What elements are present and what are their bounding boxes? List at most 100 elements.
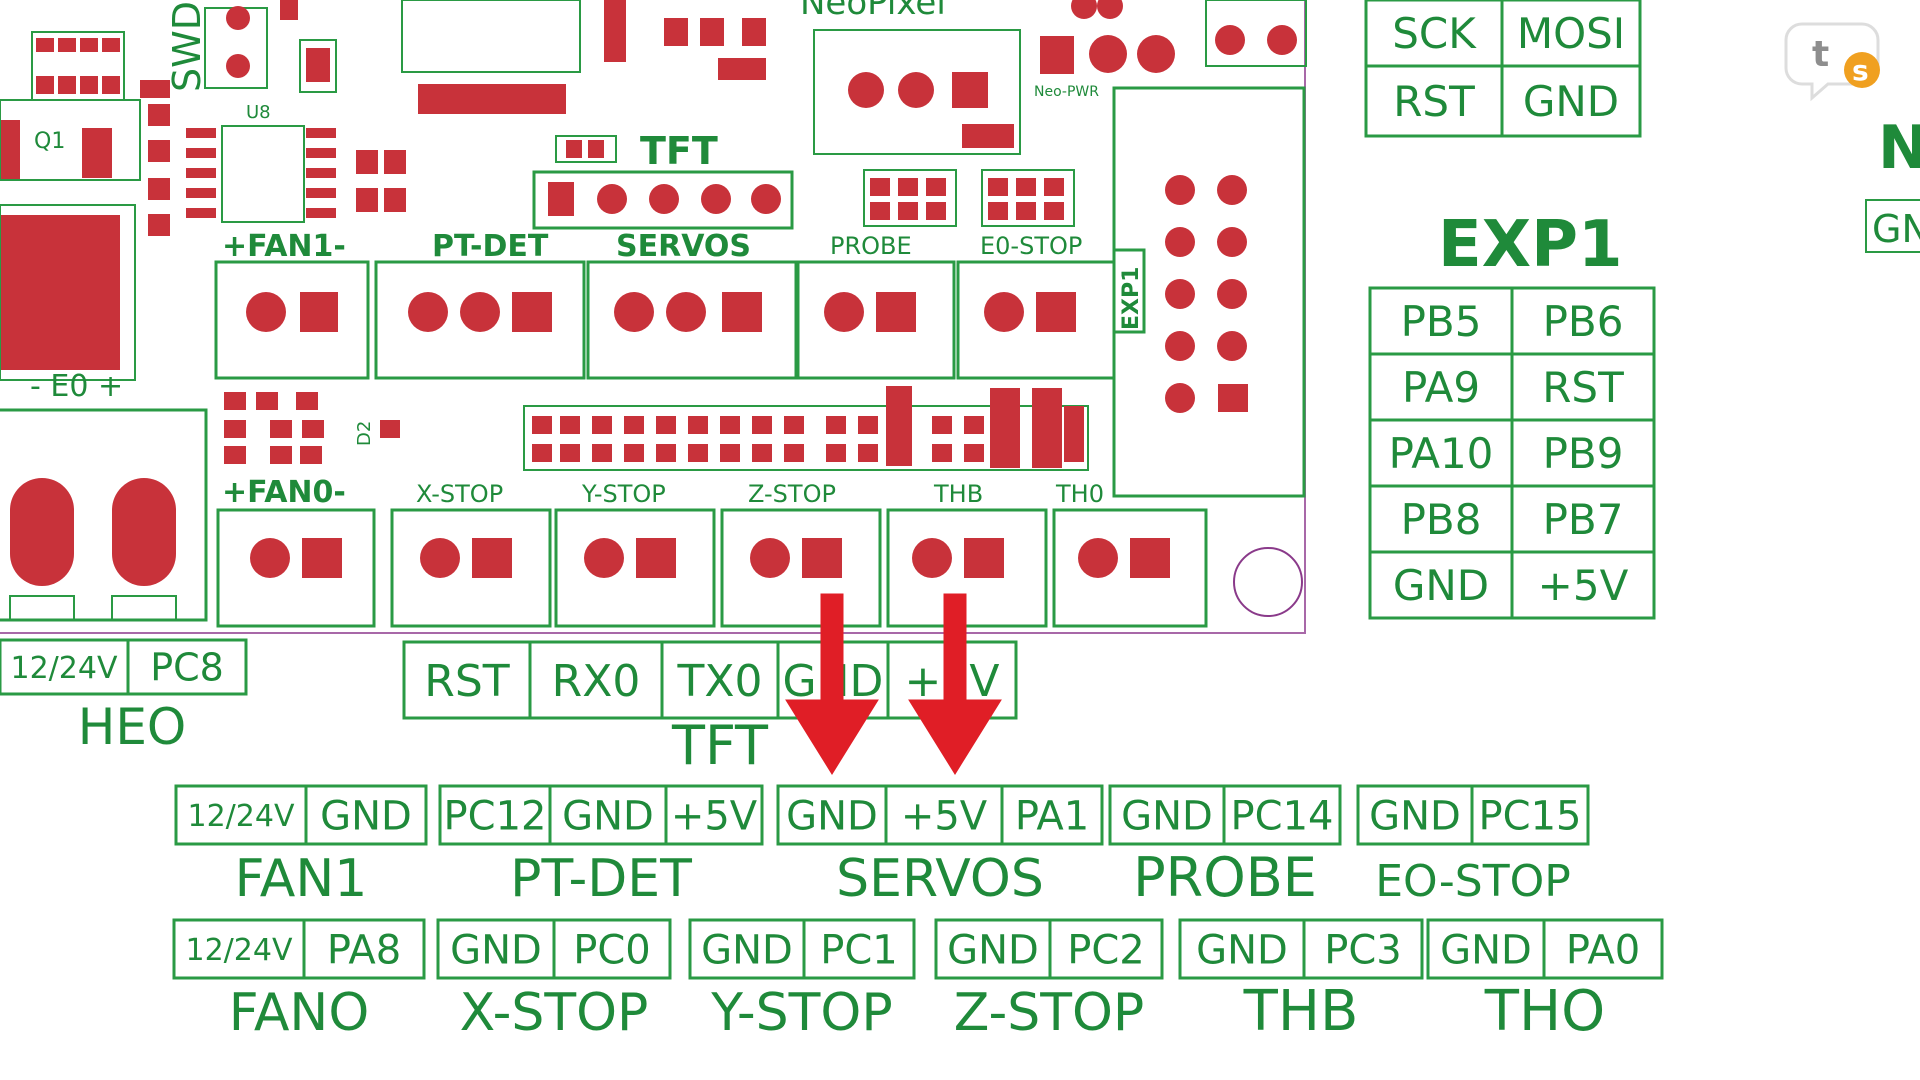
row2-3-pin-1-cell [1048, 918, 1164, 980]
row2-3-label: Z-STOP [954, 983, 1145, 1043]
exp1-pin-3-0: PB8 [1401, 495, 1482, 544]
row1-0-pin-1: GND [320, 793, 412, 839]
e0stop-board-label: E0-STOP [980, 232, 1082, 260]
exp1-pin-2-1: PB9 [1543, 429, 1624, 478]
exp1-pin-2-0: PA10 [1389, 429, 1494, 478]
e0-board-label: - E0 + [30, 369, 123, 404]
row1-1-pin-2: +5V [671, 793, 758, 839]
row1-0-label: FAN1 [235, 849, 368, 909]
spi-pin-0-1: MOSI [1517, 9, 1625, 58]
row1-1-pin-2-cell [664, 784, 764, 846]
e0-heater-block: - E0 + [0, 369, 208, 622]
exp1-board-header: EXP1 [1112, 86, 1306, 498]
row1-2-pin-0: GND [786, 793, 878, 839]
exp1-pin-4-0: GND [1393, 561, 1489, 610]
servos-board-label: SERVOS [616, 229, 751, 264]
heo-pin-1: PC8 [150, 646, 224, 690]
chip-label-swd: SWD [165, 1, 209, 92]
fan0-board-label: +FAN0- [222, 475, 346, 510]
spi-pin-1-0: RST [1393, 77, 1475, 126]
row2-4-pin-1-cell [1302, 918, 1424, 980]
row1-4-pin-0: GND [1369, 793, 1461, 839]
row2-0-pin-1-cell [302, 918, 426, 980]
smd-components-topleft: SWD Q1 U8 [0, 0, 406, 381]
row2-5-pin-0: GND [1440, 927, 1532, 973]
n-side-pinout: N GN [1865, 113, 1920, 253]
red-arrow-gnd [785, 593, 879, 775]
tft-header-label: TFT [640, 129, 718, 173]
row1-2-pin-1: +5V [901, 793, 988, 839]
board-connectors-bottom: X-STOP Y-STOP Z-STOP THB TH0 [216, 480, 1303, 628]
row1-1-label: PT-DET [510, 849, 692, 909]
row1-2-label: SERVOS [836, 849, 1044, 909]
row1-3-label: PROBE [1133, 846, 1317, 909]
tft-pin-1: RX0 [552, 656, 641, 707]
row1-0-pin-1-cell [304, 784, 428, 846]
row1-1-pin-1: GND [562, 793, 654, 839]
probe-board-label: PROBE [830, 232, 912, 260]
row2-5-pin-1: PA0 [1566, 927, 1640, 973]
row2-1-label: X-STOP [460, 983, 649, 1043]
ptdet-board-label: PT-DET [432, 229, 549, 264]
neo-pwr-label: Neo-PWR [1034, 84, 1099, 100]
row1-4-pin-1-cell [1470, 784, 1590, 846]
neopixel-label: NeoPixel [800, 0, 946, 23]
heo-pin-0: 12/24V [11, 651, 118, 686]
row1-1-pin-0: PC12 [444, 793, 547, 839]
row2-4-pin-0: GND [1196, 927, 1288, 973]
exp1-pin-0-0: PB5 [1401, 297, 1482, 346]
watermark-letter-t: t [1812, 34, 1829, 75]
mounting-hole [1233, 547, 1303, 617]
board-connectors-top: +FAN1- PT-DET SERVOS PROBE E0-STOP [214, 229, 1116, 380]
row2-2-pin-1-cell [802, 918, 916, 980]
row2-0-pin-1: PA8 [327, 927, 401, 973]
row1-2-pin-2: PA1 [1015, 793, 1089, 839]
row1-3-pin-1: PC14 [1231, 793, 1334, 839]
row1-4-pin-1: PC15 [1479, 793, 1582, 839]
row1-2-pin-2-cell [1000, 784, 1104, 846]
chip-label-u8: U8 [246, 102, 271, 123]
spi-pin-0-0: SCK [1392, 9, 1477, 58]
ystop-board-label: Y-STOP [581, 480, 666, 508]
row2-5-label: THO [1484, 979, 1605, 1044]
row2-3-pin-0: GND [947, 927, 1039, 973]
row2-4-pin-1: PC3 [1324, 927, 1402, 973]
xstop-board-label: X-STOP [416, 480, 503, 508]
exp1-pin-0-1: PB6 [1543, 297, 1624, 346]
row2-2-pin-1: PC1 [820, 927, 898, 973]
watermark-letter-s: s [1852, 54, 1869, 87]
row2-1-pin-1: PC0 [573, 927, 651, 973]
fan1-board-label: +FAN1- [222, 229, 346, 264]
row1-0-pin-0: 12/24V [188, 799, 295, 834]
row2-1-pin-0: GND [450, 927, 542, 973]
spi-pin-1-1: GND [1523, 77, 1619, 126]
zstop-board-label: Z-STOP [748, 480, 836, 508]
tft-pin-0: RST [424, 656, 510, 707]
red-arrow-5v [908, 593, 1002, 775]
n-side-letter: N [1878, 113, 1920, 183]
n-side-cell: GN [1872, 207, 1920, 251]
row2-4-label: THB [1243, 979, 1359, 1044]
smd-near-fan0: D2 +FAN0- [222, 392, 400, 510]
exp1-pin-3-1: PB7 [1543, 495, 1624, 544]
th0-board-label: TH0 [1055, 480, 1104, 508]
row2-2-pin-0: GND [701, 927, 793, 973]
tft-label: TFT [671, 714, 769, 777]
exp1-title: EXP1 [1438, 208, 1623, 282]
chip-label-q1: Q1 [34, 129, 65, 154]
row1-4-label: EO-STOP [1375, 856, 1571, 907]
heo-pin-1-cell [126, 638, 248, 696]
row2-5-pin-1-cell [1542, 918, 1664, 980]
ts-watermark-logo: t s [1784, 22, 1880, 102]
spi-pinout: SCK MOSI RST GND [1364, 0, 1642, 138]
exp1-pin-4-1: +5V [1538, 561, 1629, 610]
row2-3-pin-1: PC2 [1067, 927, 1145, 973]
exp1-pin-4-1-cell [1510, 550, 1656, 620]
row2-0-label: FANO [229, 983, 370, 1043]
row2-2-label: Y-STOP [710, 983, 892, 1043]
watermark-s-dot [1844, 52, 1880, 88]
